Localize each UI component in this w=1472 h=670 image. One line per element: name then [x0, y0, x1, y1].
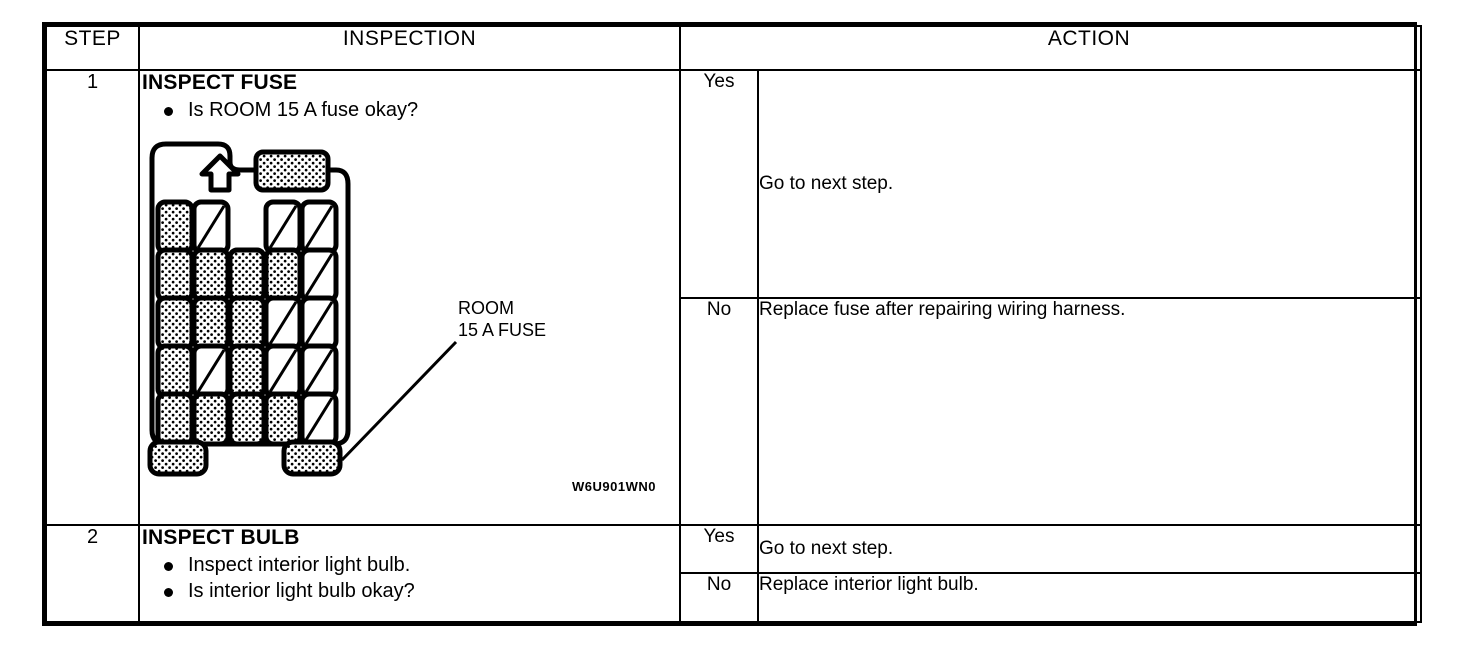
- table-row: 1 INSPECT FUSE Is ROOM 15 A fuse okay?: [45, 69, 1422, 526]
- fuse-slot-empty: [191, 343, 231, 399]
- column-header-action: ACTION: [758, 24, 1422, 72]
- action-text-yes: Go to next step.: [757, 69, 1422, 299]
- fuse-slot-filled: [227, 343, 267, 399]
- fuse-slot-tab-left: [147, 439, 209, 477]
- action-text-no: Replace interior light bulb.: [757, 572, 1422, 623]
- fuse-callout-label: ROOM 15 A FUSE: [458, 297, 547, 340]
- figure-reference-code: W6U901WN0: [572, 478, 656, 494]
- inspection-bullet: Inspect interior light bulb.: [162, 552, 679, 578]
- fuse-block-illustration: [147, 141, 458, 477]
- fuse-slot-filled: [191, 295, 231, 351]
- fuse-block-diagram: ROOM 15 A FUSE W6U901WN0: [140, 130, 670, 500]
- troubleshooting-table: STEP INSPECTION ACTION 1 INSPECT FUSE Is…: [42, 22, 1422, 626]
- fuse-grid-row-2: [155, 247, 339, 303]
- fuse-slot-filled: [263, 391, 303, 447]
- inspection-cell-step-1: INSPECT FUSE Is ROOM 15 A fuse okay?: [138, 69, 681, 526]
- inspection-cell-step-2: INSPECT BULB Inspect interior light bulb…: [138, 523, 681, 624]
- fuse-slot-filled: [155, 391, 195, 447]
- table-row: No Replace interior light bulb.: [46, 572, 1422, 623]
- fuse-slot-empty: [263, 295, 303, 351]
- table-row: No Replace fuse after repairing wiring h…: [46, 296, 1422, 526]
- fuse-grid-row-4: [155, 343, 339, 399]
- fuse-slot-filled: [155, 247, 195, 303]
- fuse-slot-filled: [227, 391, 267, 447]
- action-text-no: Replace fuse after repairing wiring harn…: [757, 296, 1422, 526]
- answer-label-no: No: [679, 296, 759, 526]
- fuse-slot-empty: [299, 343, 339, 399]
- orientation-arrow-icon: [199, 153, 241, 193]
- fuse-slot-filled: [227, 247, 267, 303]
- column-header-inspection: INSPECTION: [138, 24, 681, 72]
- inspection-title: INSPECT FUSE: [142, 71, 298, 95]
- fuse-slot-empty: [299, 247, 339, 303]
- action-text-yes: Go to next step.: [757, 523, 1422, 575]
- column-header-step: STEP: [45, 24, 140, 72]
- fuse-slot-filled: [191, 247, 231, 303]
- fuse-slot-empty: [263, 343, 303, 399]
- inspection-bullet: Is interior light bulb okay?: [162, 578, 679, 604]
- fuse-grid-row-3: [155, 295, 339, 351]
- answer-label-yes: Yes: [679, 523, 759, 575]
- table-header-row: STEP INSPECTION ACTION: [45, 24, 1422, 72]
- column-header-answer: [679, 24, 758, 72]
- fuse-slot-filled: [227, 295, 267, 351]
- fuse-slot-empty: [299, 199, 339, 255]
- answer-label-no: No: [679, 572, 759, 623]
- fuse-grid-row-1: [155, 199, 339, 255]
- fuse-slot-empty: [191, 199, 231, 255]
- inspection-bullet-list: Inspect interior light bulb. Is interior…: [140, 552, 679, 605]
- diagnostic-flow-table: STEP INSPECTION ACTION 1 INSPECT FUSE Is…: [45, 24, 1422, 624]
- fuse-slot-filled: [155, 295, 195, 351]
- table-row: 2 INSPECT BULB Inspect interior light bu…: [45, 523, 1422, 624]
- fuse-slot-filled: [155, 199, 195, 255]
- fuse-slot-empty: [299, 295, 339, 351]
- inspection-bullet: Is ROOM 15 A fuse okay?: [162, 97, 679, 123]
- fuse-slot-empty: [299, 391, 339, 447]
- fuse-slot-filled: [263, 247, 303, 303]
- callout-leader-line: [340, 340, 458, 461]
- relay-slot: [253, 149, 331, 193]
- step-number-1: 1: [45, 69, 140, 526]
- fuse-slot-filled: [155, 343, 195, 399]
- inspection-title: INSPECT BULB: [142, 525, 300, 549]
- fuse-slot-filled: [191, 391, 231, 447]
- fuse-slot-empty: [263, 199, 303, 255]
- step-number-2: 2: [45, 523, 140, 624]
- inspection-bullet-list: Is ROOM 15 A fuse okay?: [140, 97, 679, 123]
- answer-label-yes: Yes: [679, 69, 759, 299]
- fuse-grid-row-5: [155, 391, 339, 447]
- fuse-slot-room-15a: [281, 439, 343, 477]
